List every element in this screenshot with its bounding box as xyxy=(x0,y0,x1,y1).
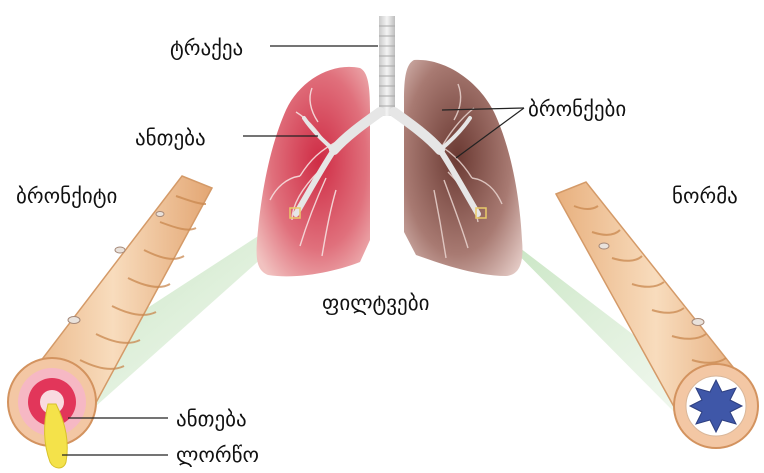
lungs-label: ფილტვები xyxy=(322,293,429,314)
left-lung-inflamed xyxy=(257,67,370,276)
right-lung-healthy xyxy=(404,60,522,276)
bronchitis-label: ბრონქიტი xyxy=(16,186,117,207)
inflammation-label-top: ანთება xyxy=(135,128,206,149)
healthy-cross-section xyxy=(674,364,758,448)
bronchitis-cross-section xyxy=(8,358,96,468)
inflammation-label-bottom: ანთება xyxy=(176,409,247,430)
norm-label: ნორმა xyxy=(672,186,738,207)
trachea-label: ტრაქეა xyxy=(170,38,243,59)
bronchi-label: ბრონქები xyxy=(528,99,626,120)
mucus-label: ლორწო xyxy=(176,445,259,466)
